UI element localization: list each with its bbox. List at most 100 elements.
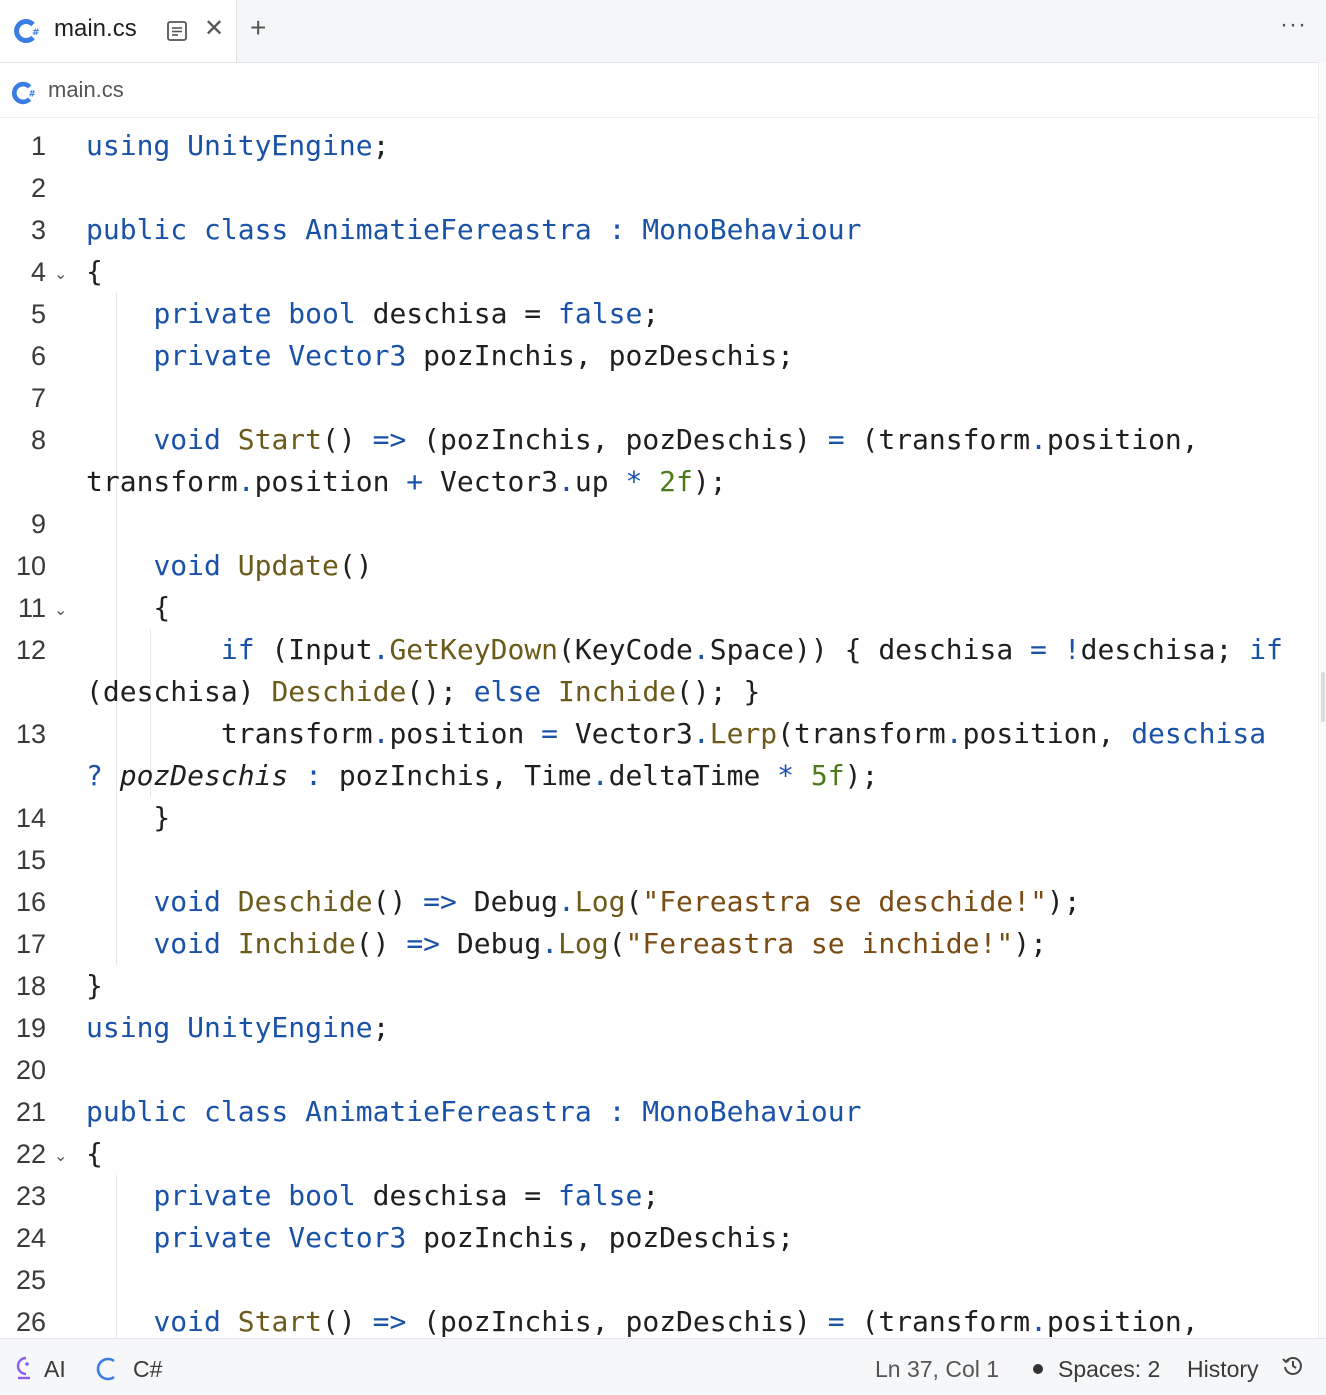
- line-number: 19: [15, 1013, 46, 1043]
- ai-button[interactable]: AI: [44, 1356, 66, 1382]
- code-line[interactable]: void Start() => (pozInchis, pozDeschis) …: [153, 423, 1199, 456]
- indent-guide: [116, 713, 117, 755]
- indent-guide: [116, 1259, 117, 1301]
- line-number: 24: [15, 1223, 46, 1253]
- indentation-setting[interactable]: Spaces: 2: [1058, 1356, 1161, 1382]
- code-line[interactable]: transform.position + Vector3.up * 2f);: [86, 465, 727, 498]
- indent-guide: [116, 755, 117, 797]
- indent-guide: [116, 335, 117, 377]
- indent-guide: [116, 1175, 117, 1217]
- code-line[interactable]: void Deschide() => Debug.Log("Fereastra …: [153, 885, 1081, 918]
- status-bar: AI C# Ln 37, Col 1 Spaces: 2 History: [0, 1338, 1326, 1395]
- line-number: 2: [30, 173, 46, 203]
- line-number: 21: [15, 1097, 46, 1127]
- code-line[interactable]: private Vector3 pozInchis, pozDeschis;: [153, 1221, 795, 1254]
- cursor-position[interactable]: Ln 37, Col 1: [875, 1356, 1000, 1382]
- code-line[interactable]: }: [86, 801, 171, 834]
- fold-chevron-icon[interactable]: ⌄: [54, 1146, 68, 1165]
- code-line[interactable]: transform.position = Vector3.Lerp(transf…: [86, 717, 1267, 750]
- indent-guide: [150, 629, 151, 671]
- line-number: 8: [30, 425, 46, 455]
- code-line[interactable]: {: [86, 591, 171, 624]
- status-dot-icon: [1033, 1364, 1043, 1374]
- line-number: 16: [15, 887, 46, 917]
- code-line[interactable]: {: [86, 1137, 103, 1170]
- code-line[interactable]: void Update(): [153, 549, 373, 582]
- indent-guide: [150, 671, 151, 713]
- code-line[interactable]: if (Input.GetKeyDown(KeyCode.Space)) { d…: [220, 633, 1283, 666]
- indent-guide: [116, 419, 117, 461]
- breadcrumb: # main.cs: [0, 63, 1326, 118]
- line-number: 25: [15, 1265, 46, 1295]
- code-line[interactable]: ? pozDeschis : pozInchis, Time.deltaTime…: [86, 759, 879, 792]
- indent-guide: [116, 923, 117, 965]
- indent-guide: [116, 545, 117, 587]
- indent-guide: [150, 713, 151, 755]
- indent-guide: [116, 1217, 117, 1259]
- line-number: 23: [15, 1181, 46, 1211]
- code-line[interactable]: public class AnimatieFereastra : MonoBeh…: [86, 213, 862, 246]
- line-number: 10: [15, 551, 46, 581]
- code-line[interactable]: using UnityEngine;: [86, 129, 407, 162]
- fold-chevron-icon[interactable]: ⌄: [54, 264, 68, 283]
- indent-guide: [116, 503, 117, 545]
- more-options-icon[interactable]: ···: [1280, 11, 1307, 38]
- line-number: [0, 755, 46, 797]
- csharp-file-icon: #: [10, 79, 38, 112]
- line-number: 20: [15, 1055, 46, 1085]
- ai-sparkle-icon[interactable]: [12, 1355, 36, 1387]
- code-line[interactable]: using UnityEngine;: [86, 1011, 390, 1044]
- code-line[interactable]: void Inchide() => Debug.Log("Fereastra s…: [153, 927, 1047, 960]
- line-number: 15: [15, 845, 46, 875]
- code-line[interactable]: {: [86, 255, 103, 288]
- line-number: [0, 671, 46, 713]
- indent-guide: [116, 797, 117, 839]
- line-number: 26: [15, 1307, 46, 1337]
- csharp-file-icon: #: [12, 16, 42, 51]
- breadcrumb-file[interactable]: main.cs: [48, 77, 124, 102]
- indent-guide: [116, 629, 117, 671]
- svg-text:#: #: [29, 89, 36, 99]
- vertical-scrollbar[interactable]: [1318, 62, 1326, 1338]
- line-number: 12: [15, 635, 46, 665]
- fold-chevron-icon[interactable]: ⌄: [54, 600, 68, 619]
- code-line[interactable]: }: [86, 969, 103, 1002]
- code-line[interactable]: void Start() => (pozInchis, pozDeschis) …: [153, 1305, 1199, 1338]
- close-tab-icon[interactable]: ✕: [204, 15, 225, 42]
- line-number: 5: [30, 299, 46, 329]
- line-number: 3: [30, 215, 46, 245]
- history-clock-icon[interactable]: [1281, 1354, 1305, 1384]
- line-number: 17: [15, 929, 46, 959]
- line-number: 18: [15, 971, 46, 1001]
- line-number: 7: [30, 383, 46, 413]
- history-button[interactable]: History: [1187, 1356, 1259, 1382]
- indent-guide: [116, 587, 117, 629]
- document-outline-icon[interactable]: [166, 20, 188, 47]
- indent-guide: [116, 839, 117, 881]
- indent-guide: [116, 293, 117, 335]
- indent-guide: [116, 461, 117, 503]
- scrollbar-thumb[interactable]: [1321, 672, 1325, 722]
- line-number: 13: [15, 719, 46, 749]
- tab-label: main.cs: [54, 15, 137, 42]
- line-number: [0, 461, 46, 503]
- line-number: 14: [15, 803, 46, 833]
- tab-main-cs[interactable]: # main.cs ✕: [0, 0, 237, 62]
- indent-guide: [116, 377, 117, 419]
- add-tab-button[interactable]: +: [250, 12, 267, 43]
- code-line[interactable]: private Vector3 pozInchis, pozDeschis;: [153, 339, 795, 372]
- csharp-language-icon[interactable]: [94, 1355, 122, 1389]
- indent-guide: [116, 1301, 117, 1338]
- indent-guide: [116, 881, 117, 923]
- indent-guide: [150, 755, 151, 797]
- code-line[interactable]: private bool deschisa = false;: [153, 297, 660, 330]
- language-selector[interactable]: C#: [133, 1356, 163, 1382]
- line-number: 9: [30, 509, 46, 539]
- line-number: 4: [30, 257, 46, 287]
- code-line[interactable]: private bool deschisa = false;: [153, 1179, 660, 1212]
- indent-guide: [116, 671, 117, 713]
- code-line[interactable]: (deschisa) Deschide(); else Inchide(); }: [86, 675, 761, 708]
- code-line[interactable]: public class AnimatieFereastra : MonoBeh…: [86, 1095, 862, 1128]
- tab-bar: # main.cs ✕ + ···: [0, 0, 1326, 63]
